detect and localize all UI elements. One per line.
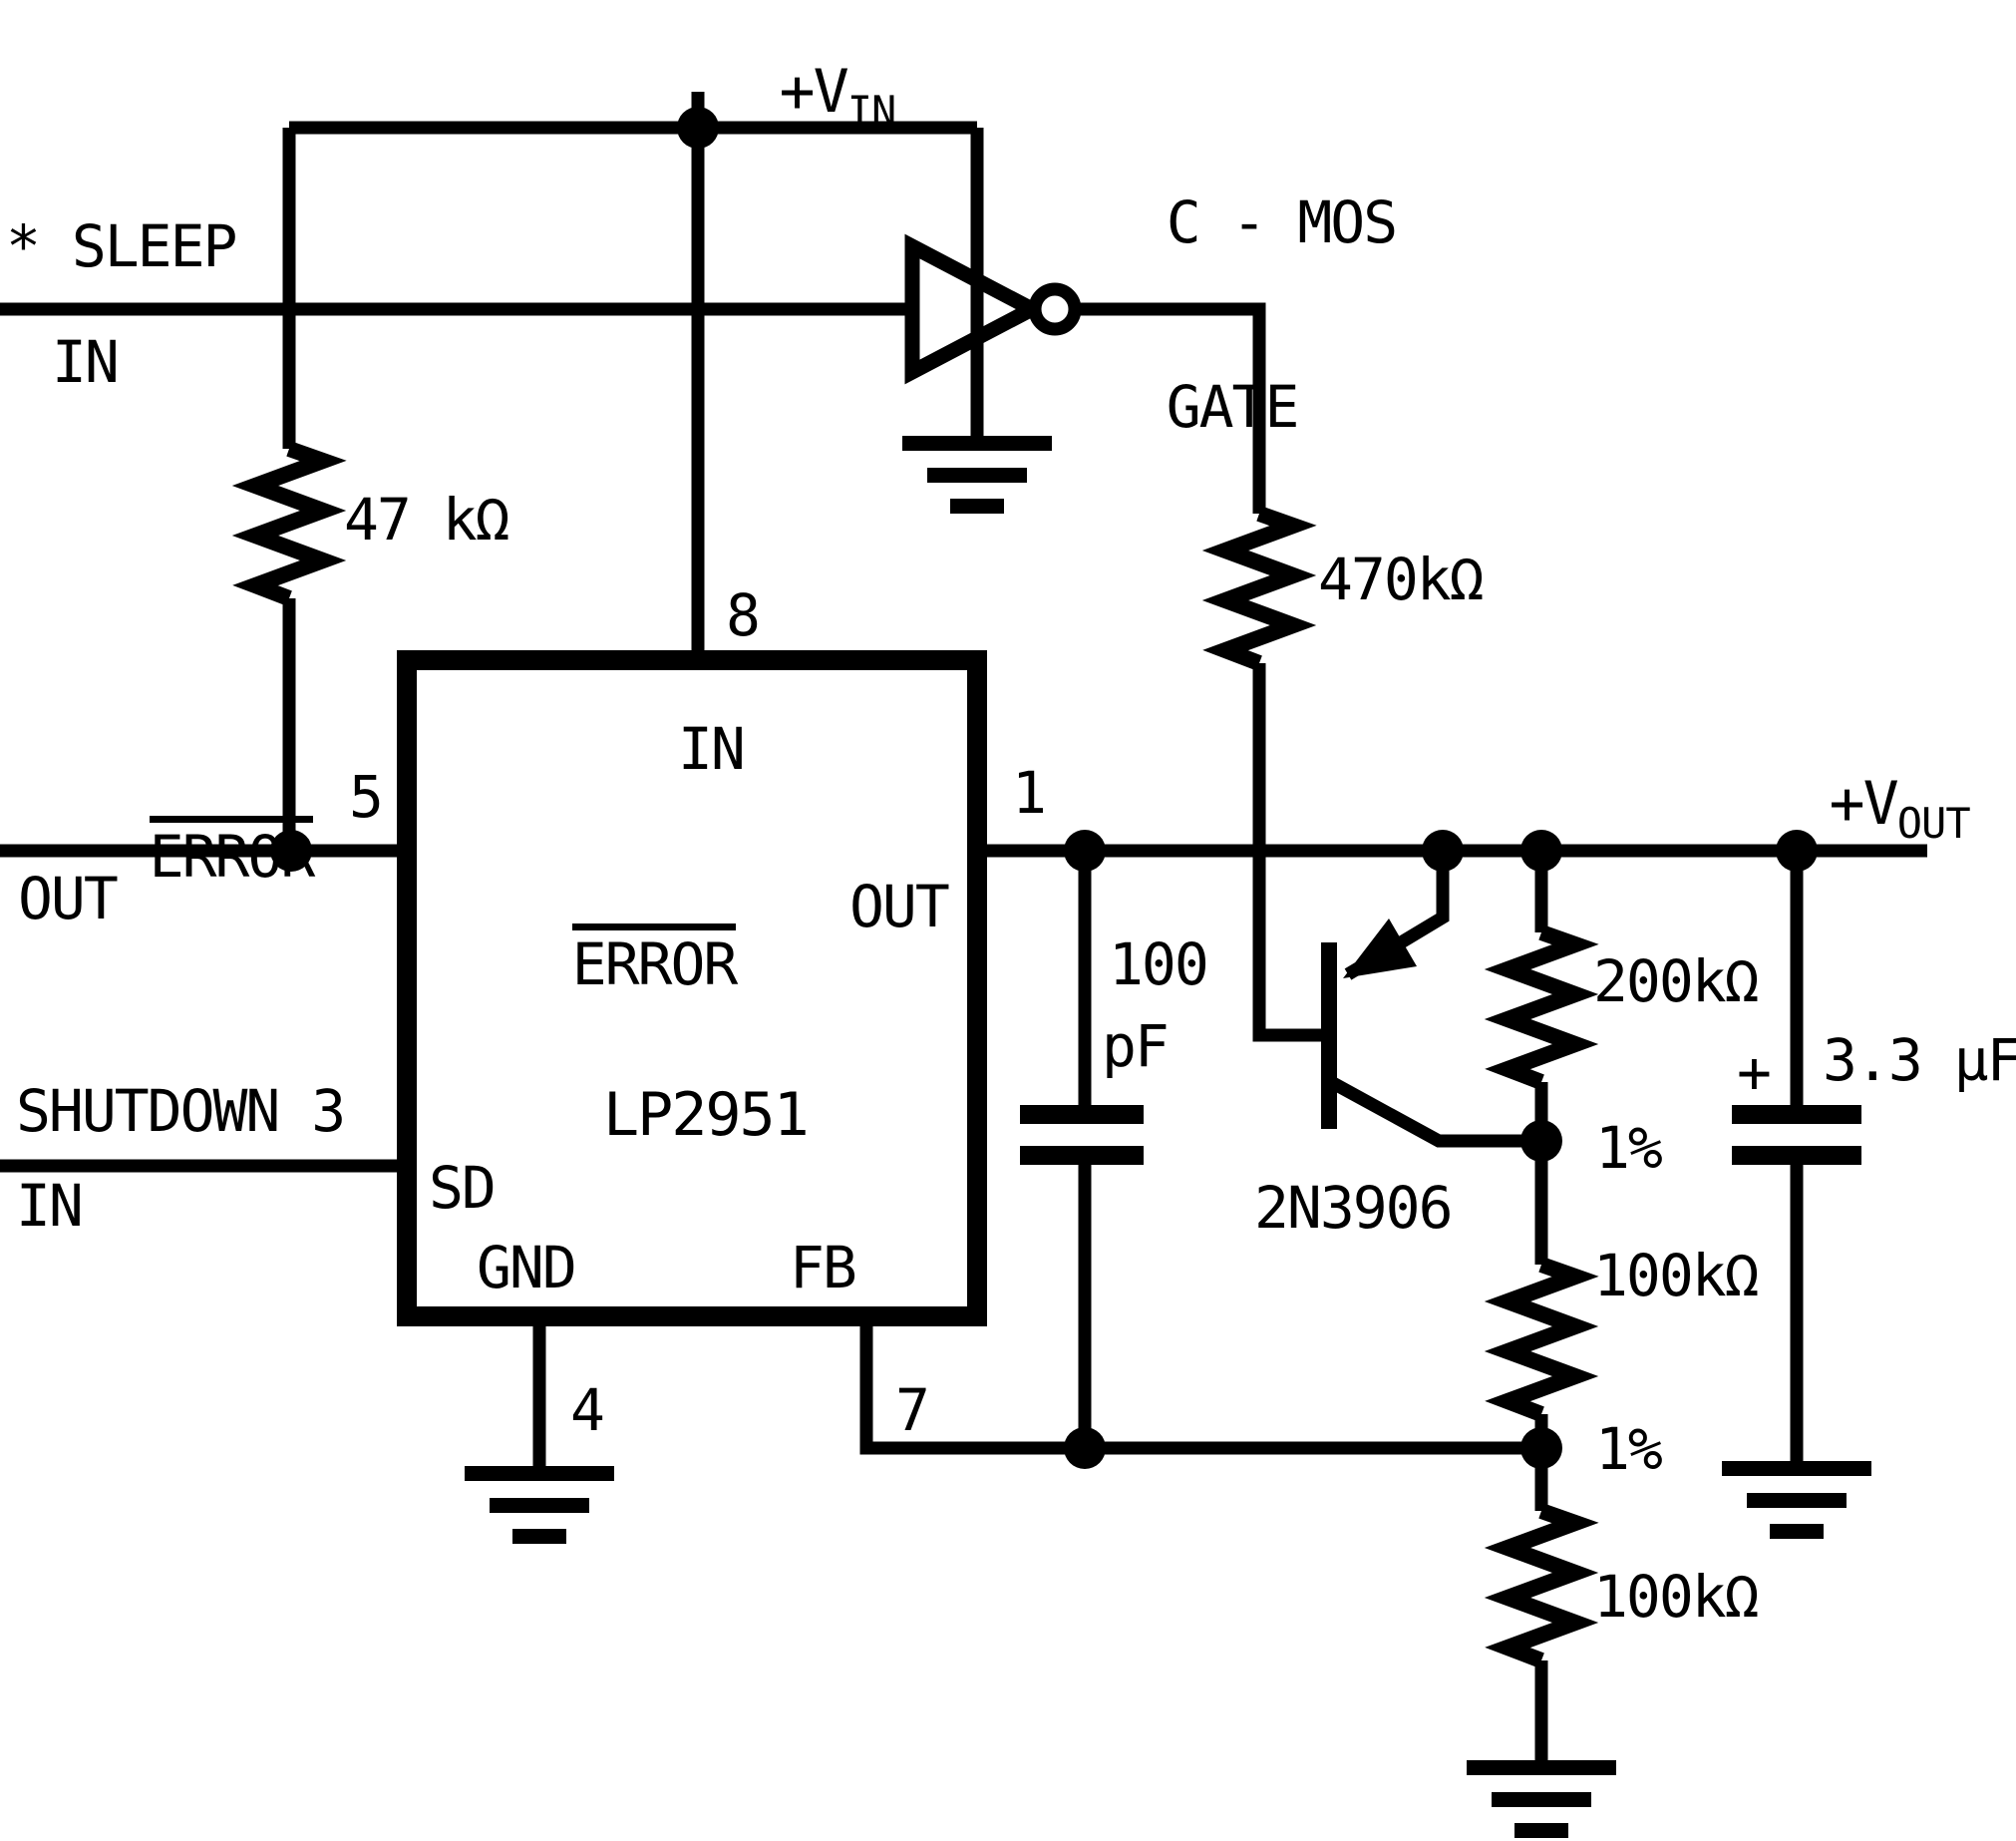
ic-pin-sd-label: SD [429,1154,497,1222]
ic-error-text: ERROR [571,923,738,993]
vout-subscript: OUT [1896,799,1971,848]
capacitor-3u3-icon [1732,1105,1861,1165]
transistor-part-label: 2N3906 [1254,1174,1454,1242]
inverter-bubble-icon [1028,282,1082,336]
cap-100pf-value-line1: 100 [1109,930,1209,998]
shutdown-label: SHUTDOWN 3 [16,1077,346,1145]
error-out-label: ERROR [18,758,315,943]
ic-pin-out-label: OUT [849,873,950,940]
wire-vin-bus [282,92,984,658]
resistor-100k-mid-label: 100kΩ [1593,1242,1760,1309]
junction-dots [270,107,1818,1469]
ic-pin-in-label: IN [678,715,746,783]
sleep-label: * SLEEP [6,212,237,280]
ic-pin-gnd-label: GND [477,1234,577,1301]
cmos-line2: GATE [1166,373,1300,442]
vin-subscript: IN [846,87,897,136]
ground-ic-pin4-icon [465,1466,614,1544]
pin8-number: 8 [726,581,761,649]
cap-100pf-value-line2: pF [1102,1012,1170,1080]
pin1-number: 1 [1012,759,1047,827]
transistor-emitter-arrow-icon [1343,919,1417,978]
capacitor-100pf-icon [1020,1105,1144,1165]
ic-lp2951-body [397,650,987,1326]
ground-divider-icon [1467,1760,1616,1838]
resistor-100k-bottom [1484,1503,1599,1668]
vin-prefix: +V [779,57,849,127]
wire-collector [1329,1077,1541,1148]
resistor-47k-label: 47 kΩ [344,486,510,553]
cmos-gate-label: C - MOS GATE [1035,84,1398,547]
resistor-200k-label: 200kΩ [1593,947,1760,1015]
shutdown-in-label: IN [16,1172,84,1240]
pin5-number: 5 [349,763,384,831]
cap-3u3-plus-sign: + [1737,1038,1772,1106]
error-out-text: ERROR [149,816,315,886]
vout-label: +VOUT [1693,714,1971,905]
resistor-470k-label: 470kΩ [1318,546,1485,613]
vout-prefix: +V [1829,769,1899,839]
resistor-100k-mid [1484,1257,1599,1422]
tolerance-200k-label: 1% [1595,1114,1663,1182]
ic-pin-fb-label: FB [790,1234,857,1301]
resistor-470k [1201,506,1317,671]
inverter-triangle-icon [904,233,1049,385]
resistor-47k [231,441,347,606]
pin7-number: 7 [895,1376,930,1444]
error-out-sub: OUT [18,865,119,932]
wire-feedback [859,1321,1541,1455]
transistor-base-bar [1321,942,1337,1129]
resistor-100k-bottom-label: 100kΩ [1593,1563,1760,1631]
ic-pin-error-label: ERROR [441,866,738,1051]
tolerance-100k-mid-label: 1% [1595,1415,1663,1483]
sleep-in-label: IN [52,328,120,396]
cap-3u3-value: 3.3 μF [1823,1026,2016,1094]
ground-output-cap-icon [1722,1461,1871,1539]
wire-error-line [0,598,399,858]
ic-part-number: LP2951 [603,1080,810,1150]
vin-label: +VIN [643,2,897,192]
resistor-200k [1484,924,1599,1090]
pin4-number: 4 [570,1376,605,1444]
wire-inverter-output [1075,302,1329,1042]
ground-inverter-icon [902,436,1052,514]
cmos-line1: C - MOS [1166,187,1398,256]
